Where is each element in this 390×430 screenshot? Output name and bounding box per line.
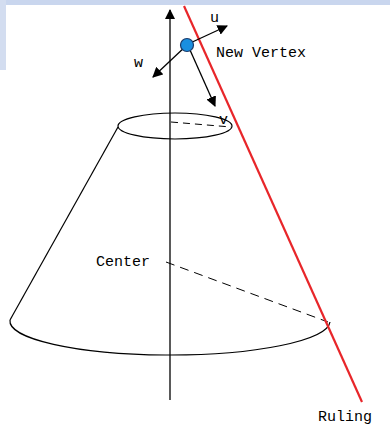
top-rim [118,113,232,139]
vertex-label: New Vertex [216,45,306,62]
vertex-dot [181,39,194,52]
center-label: Center [96,254,150,271]
axis-label: u [210,10,219,27]
axis-label: w [134,55,143,72]
scan-strip [0,0,390,5]
cone-side [10,127,118,320]
v-axis [190,50,215,106]
ruling-line [184,6,362,402]
cone-axis [169,10,170,400]
u-axis [188,26,227,44]
ruling-label: Ruling [318,409,372,426]
bottom-rim [10,320,330,355]
axis-label: v [219,112,228,129]
scan-strip [0,0,6,70]
w-axis [153,46,186,77]
